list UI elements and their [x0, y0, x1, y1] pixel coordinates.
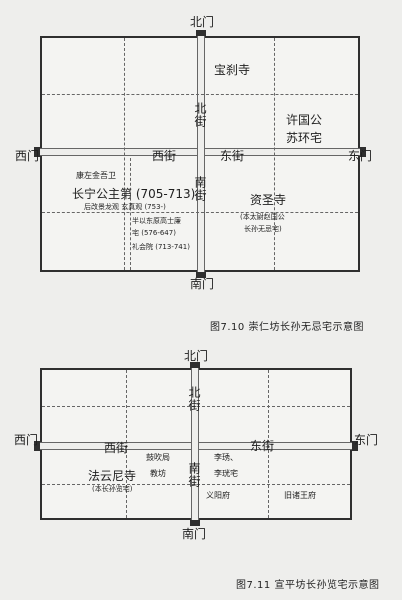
north-gate-label: 北门: [184, 349, 209, 363]
xuguogong-label-2: 苏环宅: [286, 131, 323, 145]
west-street-label: 西街: [152, 149, 177, 163]
north-south-road: [191, 368, 199, 520]
subdivision-line: [126, 370, 127, 518]
zisheng-label: 资圣寺: [250, 193, 287, 207]
west-gate-label: 西门: [14, 433, 39, 447]
south-gate-mark: [190, 520, 200, 526]
subdivision-line: [268, 370, 269, 518]
north-street-label: 北街: [193, 102, 207, 128]
north-gate-label: 北门: [190, 15, 215, 29]
zisheng-note-1: (本太尉赵国公: [240, 213, 285, 221]
lihuiyuan-label: 礼会院 (713-741): [132, 243, 190, 251]
zisheng-note-2: 长孙无忌宅): [244, 225, 282, 233]
south-street-label: 南街: [193, 176, 207, 202]
houlong-label: 后改景龙观 玄真观 (753-): [84, 203, 166, 211]
figure-caption: 图7.11 宣平坊长孙览宅示意图: [236, 580, 380, 591]
yiyang-label: 义阳府: [206, 491, 230, 500]
li-label-2: 李珖宅: [214, 469, 238, 478]
kangzuo-label: 康左金吾卫: [76, 171, 116, 180]
east-street-label: 东街: [250, 439, 275, 453]
figure-caption: 图7.10 崇仁坊长孙无忌宅示意图: [210, 322, 364, 333]
chongren-diagram: 北门 南门 西门 东门 北街 南街 西街 东街 宝刹寺 许国公 苏环宅 康左金吾…: [15, 15, 373, 333]
east-gate-label: 东门: [354, 433, 379, 447]
subdivision-line: [124, 38, 125, 270]
north-gate-mark: [196, 30, 206, 36]
east-gate-label: 东门: [348, 149, 373, 163]
east-street-label: 东街: [220, 149, 245, 163]
south-gate-mark: [196, 272, 206, 278]
south-street-label: 南街: [187, 462, 201, 488]
li-label-1: 李琇、: [214, 453, 238, 462]
west-gate-label: 西门: [15, 149, 40, 163]
west-gate-mark: [34, 441, 40, 451]
subdivision-line: [42, 94, 358, 95]
west-street-label: 西街: [104, 441, 129, 455]
west-gate-mark: [34, 147, 40, 157]
south-gate-label: 南门: [190, 277, 215, 291]
fayun-label: 法云尼寺: [88, 469, 137, 483]
subdivision-line: [42, 212, 358, 213]
banyi-label-2: 宅 (576-647): [132, 229, 176, 237]
changning-label: 长宁公主第 (705-713): [72, 187, 196, 201]
subdivision-line: [42, 406, 350, 407]
north-south-road: [197, 36, 205, 272]
jiuzhu-label: 旧诸王府: [284, 491, 316, 500]
north-gate-mark: [190, 362, 200, 368]
guchui-label-1: 鼓吹局: [146, 453, 170, 462]
east-gate-mark: [352, 441, 358, 451]
guchui-label-2: 教坊: [150, 469, 166, 478]
subdivision-line: [274, 38, 275, 270]
south-gate-label: 南门: [182, 527, 207, 541]
east-gate-mark: [360, 147, 366, 157]
fayun-note: (本长孙览宅): [92, 485, 133, 493]
north-street-label: 北街: [187, 386, 201, 412]
baochasi-label: 宝刹寺: [214, 63, 251, 77]
subdivision-line: [42, 484, 350, 485]
xuanping-diagram: 北门 南门 西门 东门 北街 南街 西街 东街 鼓吹局 教坊 李琇、 李珖宅 法…: [0, 330, 402, 600]
banyi-label-1: 半以东原高士廉: [132, 217, 181, 225]
xuguogong-label-1: 许国公: [286, 113, 323, 127]
subdivision-line: [130, 158, 131, 270]
